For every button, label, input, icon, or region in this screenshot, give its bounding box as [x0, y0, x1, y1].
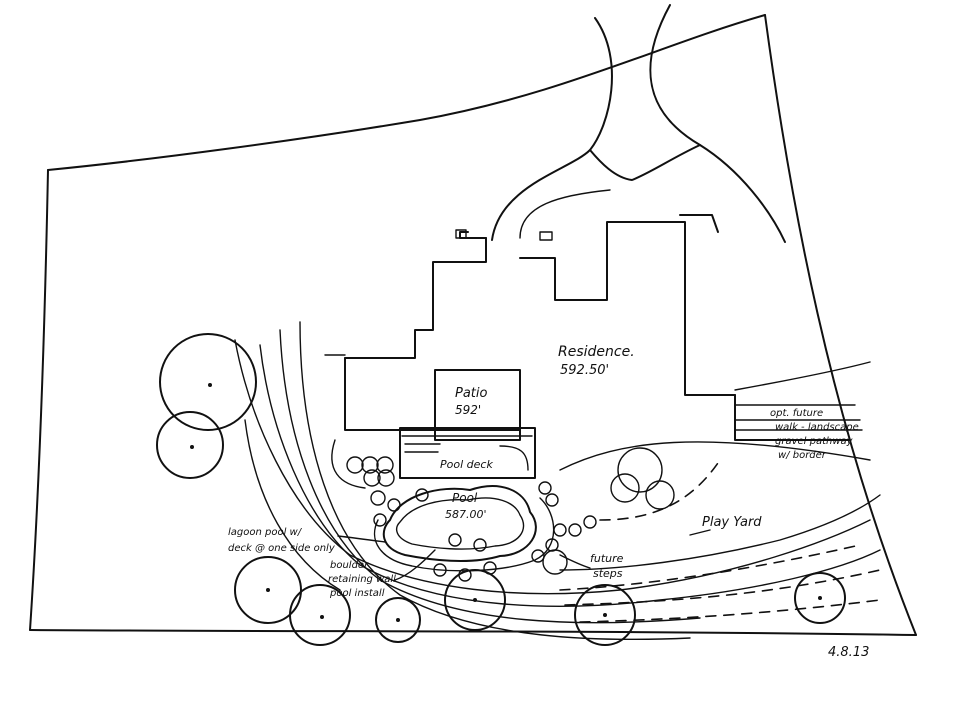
pool-elevation: 587.00'	[445, 508, 487, 521]
boulder-note-line2: retaining wall	[328, 574, 396, 585]
future-steps-line2: steps	[593, 567, 623, 580]
play-yard-label: Play Yard	[702, 515, 762, 530]
boulder-note-line1: boulder	[330, 560, 369, 571]
patio-elevation: 592'	[455, 403, 481, 417]
future-walk	[559, 361, 871, 471]
residence-elevation: 592.50'	[560, 363, 609, 378]
trees	[156, 333, 846, 646]
dashed-paths	[559, 459, 881, 623]
shrub-cluster-west	[331, 439, 395, 489]
pool-deck-label: Pool deck	[440, 458, 493, 471]
leader-lines	[337, 529, 711, 581]
patio	[434, 369, 521, 441]
residence-label: Residence.	[558, 344, 635, 360]
walk-note-line1: opt. future	[770, 408, 823, 419]
lagoon-note-line2: deck @ one side only	[228, 543, 336, 554]
walk-note-line4: w/ border	[778, 450, 827, 461]
driveway	[491, 4, 786, 243]
walk-note-line3: gravel pathway	[775, 436, 854, 447]
walk-note-line2: walk - landscape	[775, 422, 859, 433]
sketch-date: 4.8.13	[828, 645, 869, 660]
boulder-note-line3: pool install	[329, 588, 385, 599]
patio-label: Patio	[455, 386, 488, 401]
contour-lines	[234, 321, 881, 641]
future-steps-line1: future	[590, 552, 624, 565]
pool-deck	[399, 427, 536, 479]
pool-label: Pool	[452, 491, 478, 505]
boulder-wall	[370, 481, 597, 582]
residence-outline	[324, 214, 736, 431]
property-boundary	[29, 14, 917, 636]
play-yard-shrubs	[542, 447, 675, 575]
lagoon-note-line1: lagoon pool w/	[228, 527, 303, 538]
